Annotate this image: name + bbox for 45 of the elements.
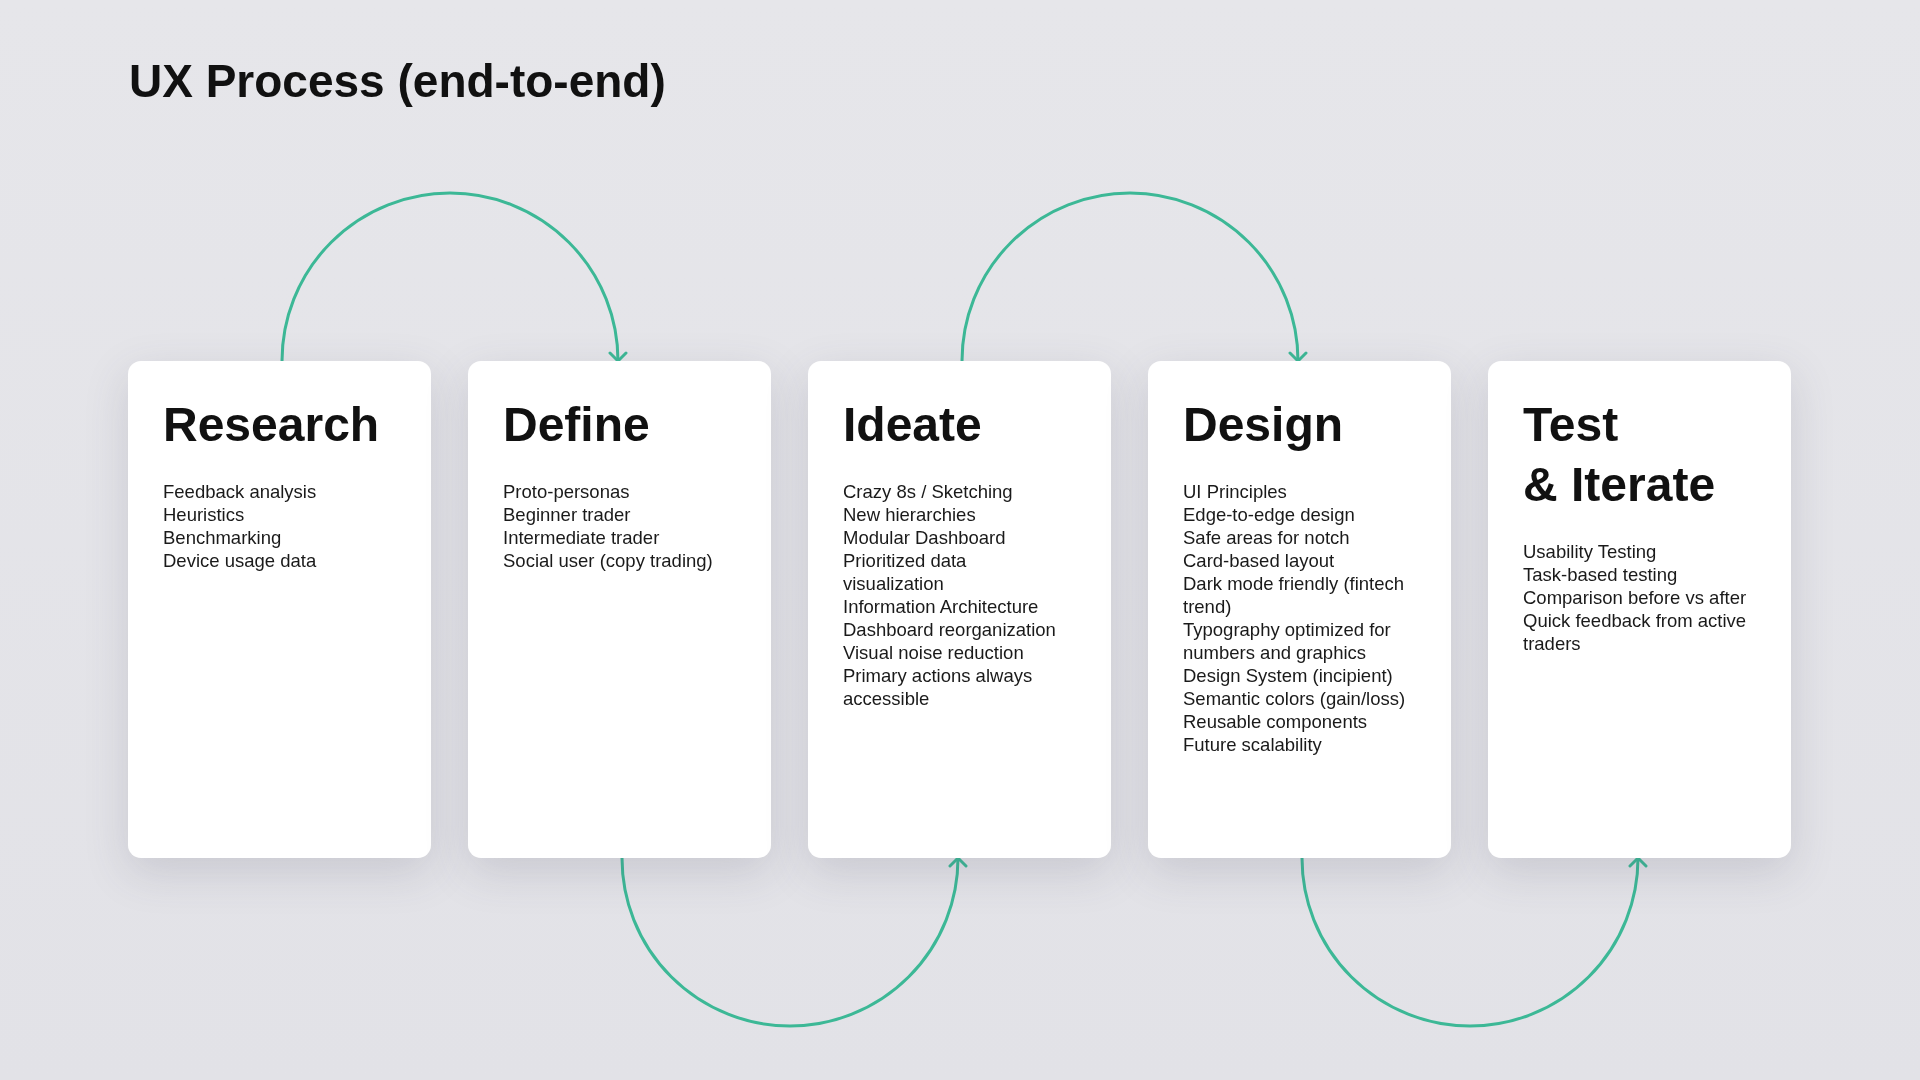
stage-card [1148,361,1451,858]
task-item: Quick feedback from active traders [1523,609,1748,655]
task-item: Beginner trader [503,503,631,526]
task-item: UI Principles [1183,480,1287,503]
task-item: Benchmarking [163,526,282,549]
task-item: New hierarchies [843,503,976,526]
task-item: Information Architecture [843,595,1039,618]
stage-heading: Test & Iterate [1523,397,1717,513]
task-item: Safe areas for notch [1183,526,1350,549]
stage-heading: Design [1183,397,1344,453]
stage-heading: Ideate [843,397,982,453]
task-item: Comparison before vs after [1523,586,1747,609]
curved-arrow [280,191,627,363]
task-item: Edge-to-edge design [1183,503,1355,526]
stage-card [808,361,1111,858]
task-item: Prioritized data visualization [843,549,968,595]
task-item: Visual noise reduction [843,641,1024,664]
task-item: Future scalability [1183,733,1322,756]
task-item: Task-based testing [1523,563,1678,586]
stage-card [128,361,431,858]
task-item: Design System (incipient) [1183,664,1393,687]
curved-arrow [1300,856,1647,1028]
task-item: Dark mode friendly (fintech trend) [1183,572,1406,618]
task-item: Device usage data [163,549,317,572]
stage-heading: Define [503,397,650,453]
task-item: Typography optimized for numbers and graphics [1183,618,1392,664]
stage-card [468,361,771,858]
task-item: Dashboard reorganization [843,618,1056,641]
task-item: Modular Dashboard [843,526,1006,549]
task-item: Semantic colors (gain/loss) [1183,687,1406,710]
task-item: Usability Testing [1523,540,1657,563]
curved-arrow [620,856,967,1028]
page-title: UX Process (end-to-end) [129,54,666,109]
task-item: Proto-personas [503,480,630,503]
task-item: Heuristics [163,503,245,526]
task-item: Feedback analysis [163,480,317,503]
stage-heading: Research [163,397,380,453]
task-item: Card-based layout [1183,549,1335,572]
task-item: Intermediate trader [503,526,660,549]
task-item: Crazy 8s / Sketching [843,480,1013,503]
task-item: Reusable components [1183,710,1368,733]
task-item: Social user (copy trading) [503,549,713,572]
stage-card [1488,361,1791,858]
curved-arrow [960,191,1307,363]
task-item: Primary actions always accessible [843,664,1034,710]
